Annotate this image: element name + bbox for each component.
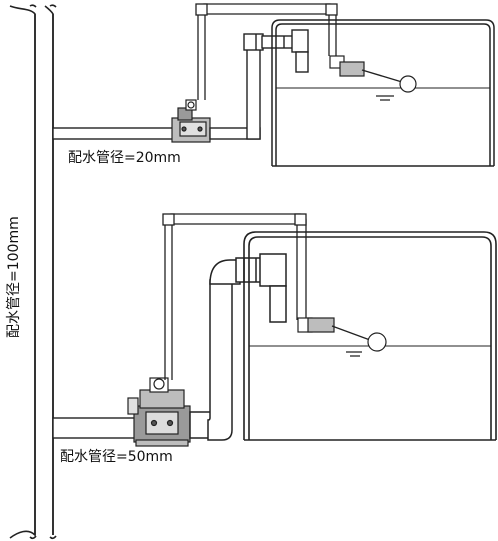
upper-tank [271, 19, 495, 167]
upper-bypass-piping [195, 3, 338, 100]
lower-ball-tap [297, 317, 387, 357]
upper-pipe-label: 配水管径=20mm [68, 150, 181, 166]
lower-main-outlet-pipe [189, 253, 287, 441]
upper-branch-pipe [52, 127, 176, 140]
lower-valve [127, 377, 191, 447]
upper-main-outlet-pipe [209, 29, 309, 140]
lower-pipe-label: 配水管径=50mm [60, 449, 173, 465]
upper-valve [171, 99, 211, 143]
main-pipe-label: 配水管径=100mm [6, 216, 22, 338]
lower-branch-pipe [52, 417, 139, 439]
upper-ball-tap [329, 55, 417, 101]
lower-bypass-piping [162, 213, 307, 380]
main-distribution-pipe [9, 4, 57, 540]
